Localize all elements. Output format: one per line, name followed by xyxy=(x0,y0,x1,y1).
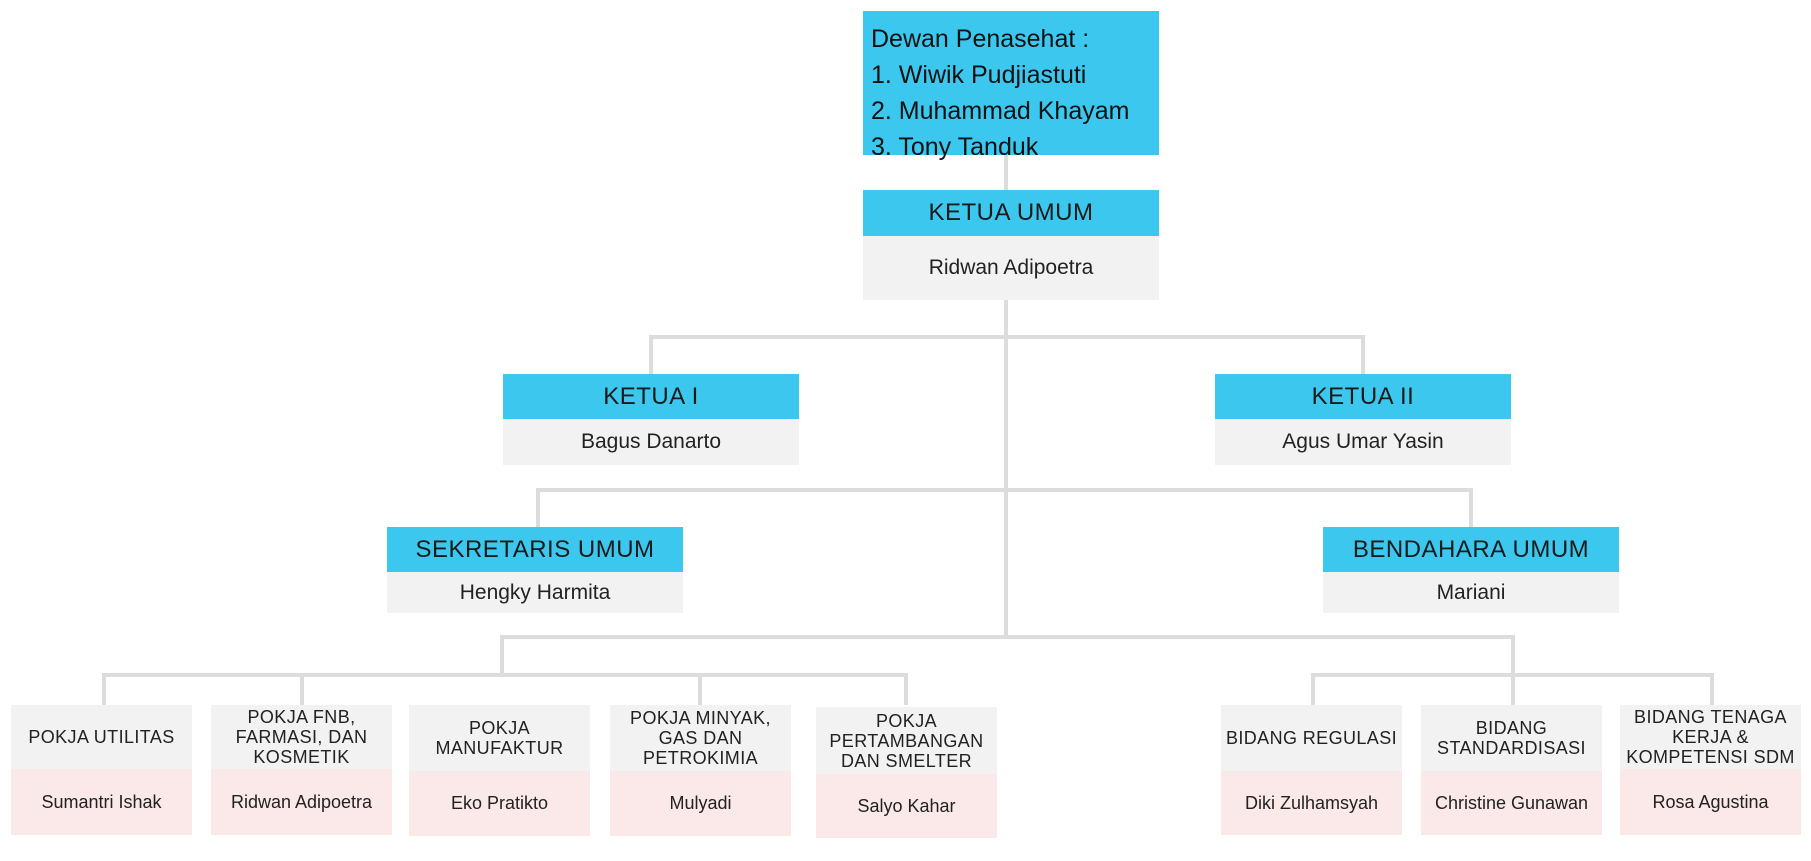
treasurer-title: BENDAHARA UMUM xyxy=(1323,527,1619,572)
vice-chair-2-name: Agus Umar Yasin xyxy=(1215,419,1511,465)
bidang-standardisasi-title: BIDANG STANDARDISASI xyxy=(1421,705,1602,771)
secretary-title: SEKRETARIS UMUM xyxy=(387,527,683,572)
advisory-member: 2. Muhammad Khayam xyxy=(871,97,1130,125)
pokja-manufaktur-name: Eko Pratikto xyxy=(409,771,590,836)
vice-chair-1-name: Bagus Danarto xyxy=(503,419,799,465)
pokja-migas-title: POKJA MINYAK, GAS DAN PETROKIMIA xyxy=(610,705,791,771)
advisory-council-box: Dewan Penasehat : 1. Wiwik Pudjiastuti 2… xyxy=(863,11,1159,161)
connector-pokja xyxy=(102,673,908,705)
bidang-standardisasi-name: Christine Gunawan xyxy=(1421,771,1602,835)
advisory-member: 3. Tony Tanduk xyxy=(871,133,1039,161)
bidang-tenaga-kerja-name: Rosa Agustina xyxy=(1620,769,1801,835)
bidang-regulasi-name: Diki Zulhamsyah xyxy=(1221,771,1402,835)
vice-chair-1-title: KETUA I xyxy=(503,374,799,419)
connector-units xyxy=(500,635,1515,675)
pokja-fnb-name: Ridwan Adipoetra xyxy=(211,769,392,835)
treasurer-name: Mariani xyxy=(1323,572,1619,613)
pokja-migas-name: Mulyadi xyxy=(610,771,791,836)
pokja-manufaktur-title: POKJA MANUFAKTUR xyxy=(409,705,590,771)
bidang-regulasi-title: BIDANG REGULASI xyxy=(1221,705,1402,771)
advisory-council-heading: Dewan Penasehat : xyxy=(871,25,1090,53)
pokja-pertambangan-name: Salyo Kahar xyxy=(816,774,997,838)
pokja-pertambangan-title: POKJA PERTAMBANGAN DAN SMELTER xyxy=(816,707,997,774)
pokja-fnb-title: POKJA FNB, FARMASI, DAN KOSMETIK xyxy=(211,705,392,769)
secretary-name: Hengky Harmita xyxy=(387,572,683,613)
pokja-utilitas-name: Sumantri Ishak xyxy=(11,769,192,835)
advisory-member: 1. Wiwik Pudjiastuti xyxy=(871,61,1087,89)
bidang-tenaga-kerja-title: BIDANG TENAGA KERJA & KOMPETENSI SDM xyxy=(1620,705,1801,769)
connector-vice-chairs xyxy=(649,335,1365,374)
pokja-utilitas-title: POKJA UTILITAS xyxy=(11,705,192,769)
connector-secretary-treasurer xyxy=(536,488,1473,527)
chair-name: Ridwan Adipoetra xyxy=(863,236,1159,300)
vice-chair-2-title: KETUA II xyxy=(1215,374,1511,419)
chair-title: KETUA UMUM xyxy=(863,190,1159,236)
